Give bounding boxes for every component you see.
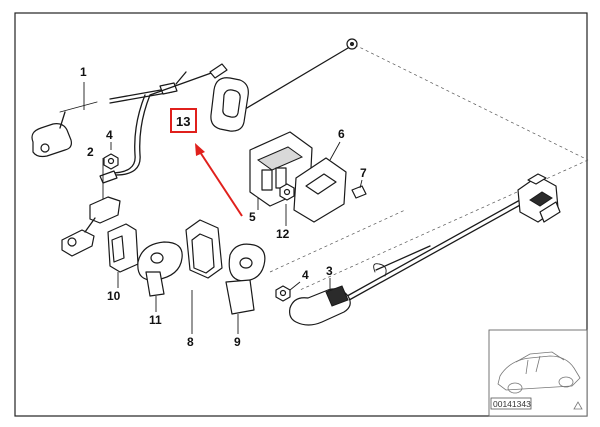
part-13-ground-lead [99, 63, 228, 184]
thumbnail-code: 00141343 [493, 399, 531, 409]
callout-1: 1 [80, 65, 87, 79]
part-1-battery-cable [31, 71, 187, 158]
part-11-grommet [137, 241, 183, 312]
part-8-cover-housing [185, 219, 223, 334]
callout-5: 5 [249, 210, 256, 224]
thumbnail-code-box [490, 397, 532, 410]
part-9-grommet [225, 243, 266, 334]
callout-12: 12 [276, 227, 290, 241]
part-12-nut [279, 183, 295, 226]
reference-line [269, 209, 406, 273]
highlight-box [170, 108, 197, 133]
callout-2: 2 [87, 145, 94, 159]
callout-8: 8 [187, 335, 194, 349]
callout-13: 13 [176, 114, 190, 129]
callout-10: 10 [107, 289, 121, 303]
part-2-terminal-clamp [61, 158, 121, 257]
callout-4-upper: 4 [106, 128, 113, 142]
part-4-nut-upper [103, 142, 119, 170]
reference-line [299, 159, 589, 291]
callout-3: 3 [326, 264, 333, 278]
part-6-cover-box [293, 141, 347, 223]
long-cable [229, 38, 358, 119]
callout-6: 6 [338, 127, 345, 141]
callout-7: 7 [360, 166, 367, 180]
callout-4-lower: 4 [302, 268, 309, 282]
connector-right [517, 173, 561, 223]
diagram-frame [14, 12, 588, 417]
vehicle-thumbnail: 00141343 [488, 329, 588, 417]
triangle-icon [573, 401, 583, 410]
highlight-arrow [195, 143, 243, 217]
part-3-cable-boot [289, 199, 523, 326]
highlight-callout-13: 13 [170, 108, 197, 133]
part-7-clip [351, 179, 367, 199]
grommet-upper [210, 77, 249, 132]
callout-11: 11 [149, 313, 162, 327]
reference-line [354, 44, 589, 161]
part-10-cover [107, 223, 139, 288]
part-4-nut-lower [275, 281, 301, 302]
callout-9: 9 [234, 335, 241, 349]
